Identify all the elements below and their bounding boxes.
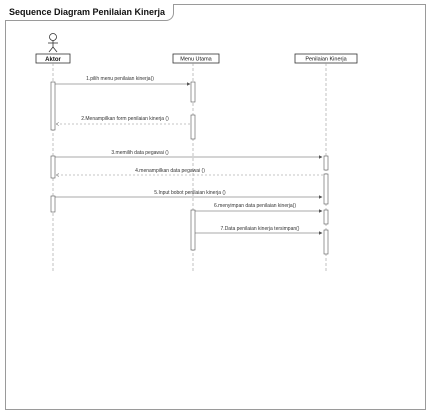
activation-bar <box>323 173 329 205</box>
message-label: 6.menyimpan data penilaian kinerja() <box>214 203 296 209</box>
activation-bar <box>190 209 196 251</box>
activation-bar <box>190 81 196 103</box>
activation-bar <box>323 229 329 255</box>
lifeline-header-penilaian-kinerja: Penilaian Kinerja <box>294 53 358 64</box>
message-2: 2.Menampilkan form penilaian kinerja () <box>56 116 190 124</box>
message-label: 4.menampilkan data pegawai () <box>135 168 205 174</box>
activation-bar <box>50 195 56 213</box>
message-label: 1.pilih menu penilaian kinerja() <box>86 76 154 82</box>
diagram-title: Sequence Diagram Penilaian Kinerja <box>5 4 175 21</box>
message-5: 5.Input bobot penilaian kinerja () <box>55 190 323 199</box>
lifeline-header-menu-utama: Menu Utama <box>172 53 220 64</box>
actor-figure-icon <box>48 33 58 53</box>
activation-bar <box>50 155 56 179</box>
lifeline-header-aktor: Aktor <box>35 53 71 64</box>
activation-bar <box>50 81 56 131</box>
activation-bar <box>190 114 196 140</box>
message-label: 5.Input bobot penilaian kinerja () <box>154 190 226 196</box>
message-3: 3.memilih data pegawai () <box>55 150 323 159</box>
message-4: 4.menampilkan data pegawai () <box>56 168 323 175</box>
lifeline-label-menu-utama: Menu Utama <box>180 57 212 63</box>
message-label: 7.Data penilaian kinerja tersimpan() <box>221 226 300 232</box>
message-1: 1.pilih menu penilaian kinerja() <box>55 76 191 86</box>
message-label: 3.memilih data pegawai () <box>111 150 169 156</box>
diagram-frame <box>5 4 426 410</box>
activation-bar <box>323 155 329 171</box>
activation-bar <box>323 209 329 225</box>
message-7: 7.Data penilaian kinerja tersimpan() <box>195 226 323 235</box>
message-6: 6.menyimpan data penilaian kinerja() <box>195 203 323 213</box>
lifeline-label-penilaian-kinerja: Penilaian Kinerja <box>305 57 347 63</box>
message-label: 2.Menampilkan form penilaian kinerja () <box>81 116 169 122</box>
lifeline-label-aktor: Aktor <box>45 57 61 63</box>
